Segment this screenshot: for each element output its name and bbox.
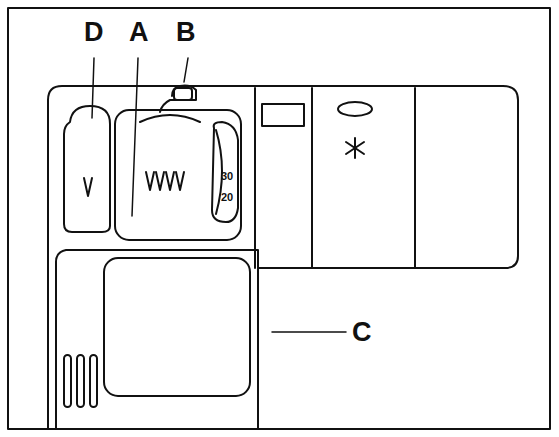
part-letter: D bbox=[84, 19, 104, 46]
part-letter: A bbox=[129, 19, 149, 46]
part-letter: C bbox=[352, 319, 372, 346]
part-letter: B bbox=[176, 19, 196, 46]
dosage-mark: 20 bbox=[221, 192, 233, 203]
dosage-mark: 30 bbox=[221, 171, 233, 182]
